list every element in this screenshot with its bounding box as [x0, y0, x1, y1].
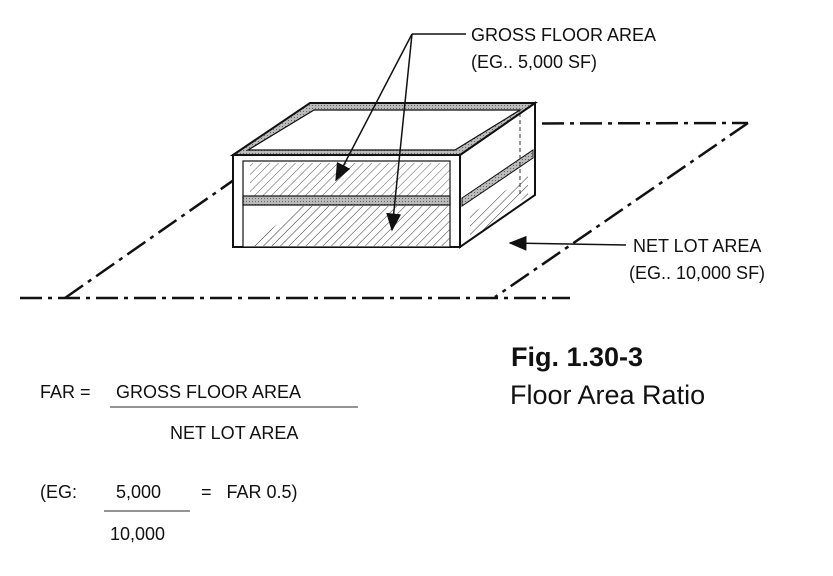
formula-denominator: NET LOT AREA — [170, 423, 298, 443]
net-lot-area-pointer — [508, 235, 627, 251]
net-lot-area-example: (EG.. 10,000 SF) — [629, 263, 765, 283]
gross-floor-area-label: GROSS FLOOR AREA — [471, 25, 656, 45]
gross-floor-area-pointers — [335, 33, 466, 232]
example-result: = FAR 0.5) — [201, 482, 298, 502]
figure-title: Floor Area Ratio — [510, 380, 705, 410]
example-prefix: (EG: — [40, 482, 77, 502]
net-lot-outline — [20, 121, 749, 300]
formula-lhs: FAR = — [40, 382, 91, 402]
building-illustration — [229, 101, 539, 249]
example-denominator: 10,000 — [110, 524, 165, 544]
example-numerator: 5,000 — [116, 482, 161, 502]
gross-floor-area-example: (EG.. 5,000 SF) — [471, 52, 597, 72]
figure-number: Fig. 1.30-3 — [511, 342, 643, 372]
formula-numerator: GROSS FLOOR AREA — [116, 382, 301, 402]
net-lot-area-label: NET LOT AREA — [633, 236, 761, 256]
